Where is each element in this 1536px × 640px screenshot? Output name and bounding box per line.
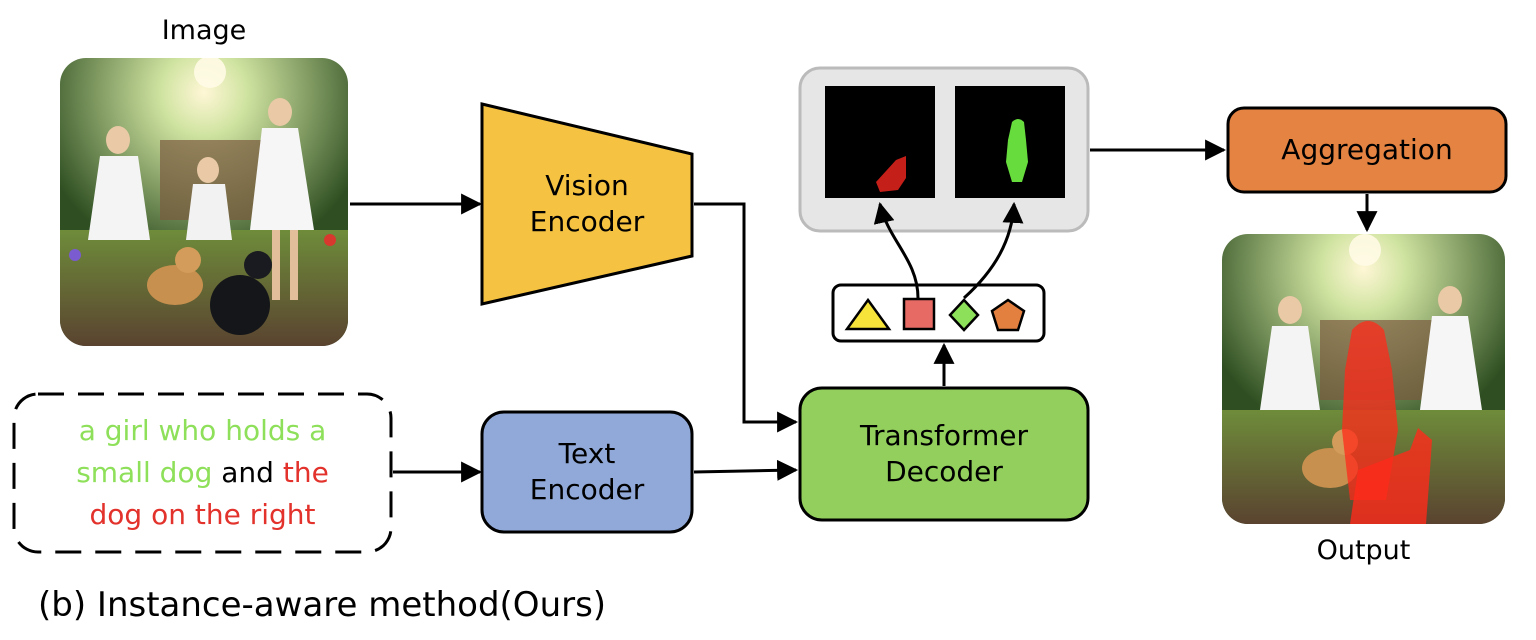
text-encoder-line2: Encoder xyxy=(529,473,645,506)
text-encoder-line1: Text xyxy=(558,437,616,470)
mask-1-shape xyxy=(876,156,906,192)
figure-caption: (b) Instance-aware method(Ours) xyxy=(38,585,607,625)
transformer-decoder-block xyxy=(798,386,1090,522)
vision-encoder-block xyxy=(480,102,694,306)
transformer-decoder-label: Transformer Decoder xyxy=(800,418,1088,490)
token-square-red xyxy=(902,297,936,331)
token-pentagon-orange xyxy=(990,298,1026,332)
image-label: Image xyxy=(161,15,247,46)
arrow-token-to-mask-1 xyxy=(873,201,920,299)
token-diamond-green xyxy=(948,298,980,332)
arrow-token-to-mask-2 xyxy=(962,201,1024,300)
query-text: a girl who holds a small dog and the dog… xyxy=(14,410,391,536)
query-part5: dog on the right xyxy=(89,498,316,531)
transformer-decoder-line1: Transformer xyxy=(859,419,1028,452)
input-image xyxy=(60,58,348,346)
token-triangle-yellow xyxy=(844,297,892,331)
aggregation-label: Aggregation xyxy=(1281,133,1453,166)
vision-encoder-label: Vision Encoder xyxy=(482,168,692,240)
transformer-decoder-line2: Decoder xyxy=(885,455,1003,488)
vision-encoder-line1: Vision xyxy=(545,169,629,202)
arrow-text-to-decoder xyxy=(693,459,799,481)
query-part1: a girl who holds a xyxy=(78,414,327,447)
query-part3: and xyxy=(212,456,283,489)
mask-2-shape xyxy=(1006,119,1028,182)
text-query-box xyxy=(12,392,393,554)
output-image xyxy=(1222,234,1505,524)
output-label: Output xyxy=(1316,535,1411,566)
vision-encoder-line2: Encoder xyxy=(529,205,645,238)
text-encoder-label: Text Encoder xyxy=(482,436,692,508)
arrow-vision-to-decoder xyxy=(694,202,799,433)
query-part4: the xyxy=(282,456,329,489)
query-part2: small dog xyxy=(76,456,213,489)
aggregation-block xyxy=(1226,106,1508,194)
